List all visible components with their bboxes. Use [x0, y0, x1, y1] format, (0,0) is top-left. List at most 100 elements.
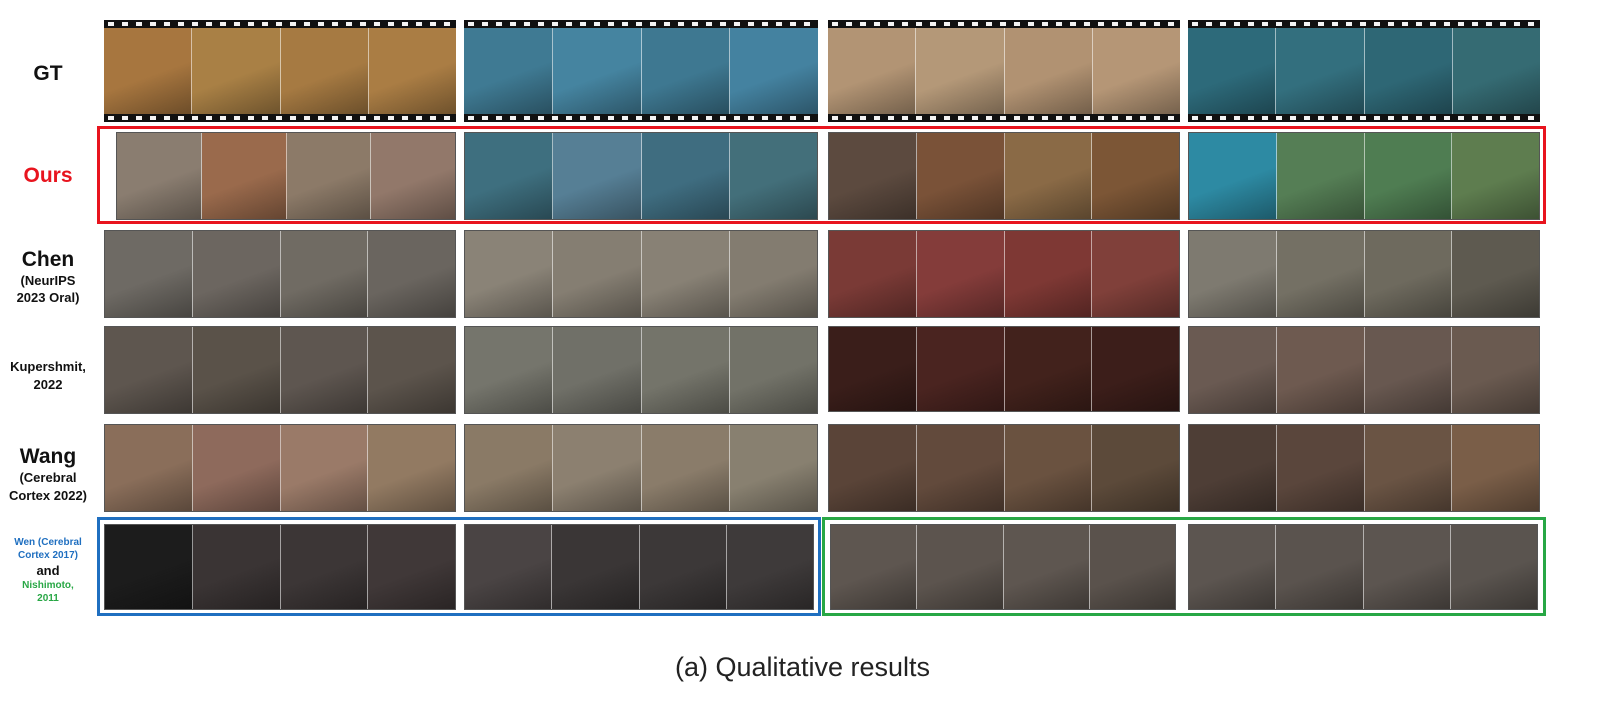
row-label-ours-main: Ours [23, 164, 73, 187]
gt-clip-3-frame-1 [828, 28, 917, 114]
wang-clip-4-frame-1 [1189, 425, 1277, 511]
nishimoto-clip-2-frame-3 [1363, 525, 1451, 609]
row-label-wang-main: Wang [19, 445, 77, 468]
kupershmit-clip-4-frame-3 [1364, 327, 1453, 413]
ours-clip-2-frame-1 [465, 133, 554, 219]
row-label-kupershmit-sub: 2022 [33, 377, 63, 392]
wang-clip-1-frame-2 [192, 425, 281, 511]
wen-clip-2-frame-4 [726, 525, 813, 609]
chen-clip-1-frame-3 [280, 231, 369, 317]
row-label-nishimoto: Nishimoto, 2011 [22, 579, 74, 604]
figure-caption: (a) Qualitative results [674, 652, 931, 682]
ours-clip-3-frame-1 [829, 133, 917, 219]
row-label-wang-sub: (Cerebral Cortex 2022) [8, 470, 88, 503]
row-label-and: and [36, 562, 60, 578]
wang-clip-3-frame-1 [829, 425, 917, 511]
wang-clip-2-frame-3 [641, 425, 730, 511]
ours-clip-1-frame-4 [371, 133, 455, 219]
gt-clip-4 [1188, 20, 1540, 122]
chen-clip-3-frame-1 [829, 231, 917, 317]
kupershmit-clip-4-frame-2 [1276, 327, 1365, 413]
ours-clip-1-frame-3 [286, 133, 372, 219]
ours-clip-3-frame-3 [1004, 133, 1093, 219]
chen-clip-4-frame-3 [1364, 231, 1453, 317]
ours-clip-3 [828, 132, 1180, 220]
wang-clip-4-frame-4 [1452, 425, 1539, 511]
chen-clip-2-frame-4 [729, 231, 817, 317]
chen-clip-3-frame-4 [1092, 231, 1179, 317]
ours-clip-1 [116, 132, 456, 220]
row-label-kupershmit-main: Kupershmit, [10, 359, 86, 374]
kupershmit-clip-3-frame-4 [1092, 327, 1179, 411]
ours-clip-2-frame-2 [553, 133, 642, 219]
gt-clip-1-frame-3 [280, 28, 369, 114]
kupershmit-clip-4 [1188, 326, 1540, 414]
kupershmit-clip-2-frame-2 [553, 327, 642, 413]
wen-clip-2-frame-2 [552, 525, 640, 609]
chen-clip-4-frame-2 [1276, 231, 1365, 317]
row-label-kupershmit: Kupershmit, 2022 [0, 350, 96, 402]
wen-clip-1-frame-3 [280, 525, 369, 609]
kupershmit-clip-3-frame-3 [1004, 327, 1093, 411]
gt-clip-1 [104, 20, 456, 122]
wang-clip-3-frame-2 [916, 425, 1005, 511]
gt-clip-4-frame-1 [1188, 28, 1277, 114]
nishimoto-clip-1-frame-1 [831, 525, 918, 609]
wang-clip-4-frame-2 [1276, 425, 1365, 511]
wen-clip-1-frame-4 [368, 525, 455, 609]
gt-clip-2-frame-3 [641, 28, 731, 114]
wang-clip-3 [828, 424, 1180, 512]
kupershmit-clip-1-frame-1 [105, 327, 193, 413]
chen-clip-1-frame-1 [105, 231, 193, 317]
kupershmit-clip-1-frame-3 [280, 327, 369, 413]
row-label-wen-main: Wen (Cerebral Cortex 2017) [14, 536, 82, 561]
chen-clip-2-frame-3 [641, 231, 730, 317]
wen-clip-2-frame-1 [465, 525, 553, 609]
ours-clip-4-frame-1 [1189, 133, 1277, 219]
wang-clip-3-frame-3 [1004, 425, 1093, 511]
ours-clip-3-frame-2 [916, 133, 1005, 219]
gt-clip-4-frame-3 [1364, 28, 1453, 114]
ours-clip-2-frame-4 [729, 133, 817, 219]
wang-clip-2-frame-1 [465, 425, 554, 511]
wang-clip-4-frame-3 [1364, 425, 1453, 511]
nishimoto-clip-1-frame-3 [1003, 525, 1090, 609]
ours-clip-2-frame-3 [641, 133, 730, 219]
nishimoto-clip-2-frame-1 [1189, 525, 1277, 609]
wen-clip-2 [464, 524, 814, 610]
wang-clip-2 [464, 424, 818, 512]
kupershmit-clip-1-frame-4 [368, 327, 455, 413]
wang-clip-1 [104, 424, 456, 512]
kupershmit-clip-4-frame-4 [1452, 327, 1539, 413]
kupershmit-clip-3-frame-2 [916, 327, 1005, 411]
chen-clip-3 [828, 230, 1180, 318]
gt-clip-1-frame-1 [104, 28, 193, 114]
chen-clip-3-frame-2 [916, 231, 1005, 317]
kupershmit-clip-1-frame-2 [192, 327, 281, 413]
gt-clip-2-frame-1 [464, 28, 553, 114]
row-label-chen-main: Chen [21, 248, 75, 271]
nishimoto-clip-2-frame-2 [1276, 525, 1364, 609]
kupershmit-clip-3 [828, 326, 1180, 412]
gt-clip-2-frame-4 [730, 28, 818, 114]
chen-clip-4-frame-4 [1452, 231, 1539, 317]
ours-clip-3-frame-4 [1092, 133, 1179, 219]
gt-clip-4-frame-2 [1276, 28, 1365, 114]
wang-clip-1-frame-3 [280, 425, 369, 511]
wen-clip-1-frame-2 [192, 525, 281, 609]
row-label-gt: GT [0, 52, 96, 96]
gt-clip-2 [464, 20, 818, 122]
gt-clip-3-frame-4 [1092, 28, 1180, 114]
nishimoto-clip-1-frame-2 [917, 525, 1004, 609]
kupershmit-clip-1 [104, 326, 456, 414]
kupershmit-clip-2-frame-4 [729, 327, 817, 413]
gt-clip-3-frame-3 [1004, 28, 1093, 114]
nishimoto-clip-1 [830, 524, 1176, 610]
nishimoto-clip-1-frame-4 [1089, 525, 1175, 609]
chen-clip-1-frame-2 [192, 231, 281, 317]
kupershmit-clip-2-frame-1 [465, 327, 554, 413]
wang-clip-3-frame-4 [1092, 425, 1179, 511]
chen-clip-1 [104, 230, 456, 318]
nishimoto-clip-2 [1188, 524, 1538, 610]
ours-clip-2 [464, 132, 818, 220]
